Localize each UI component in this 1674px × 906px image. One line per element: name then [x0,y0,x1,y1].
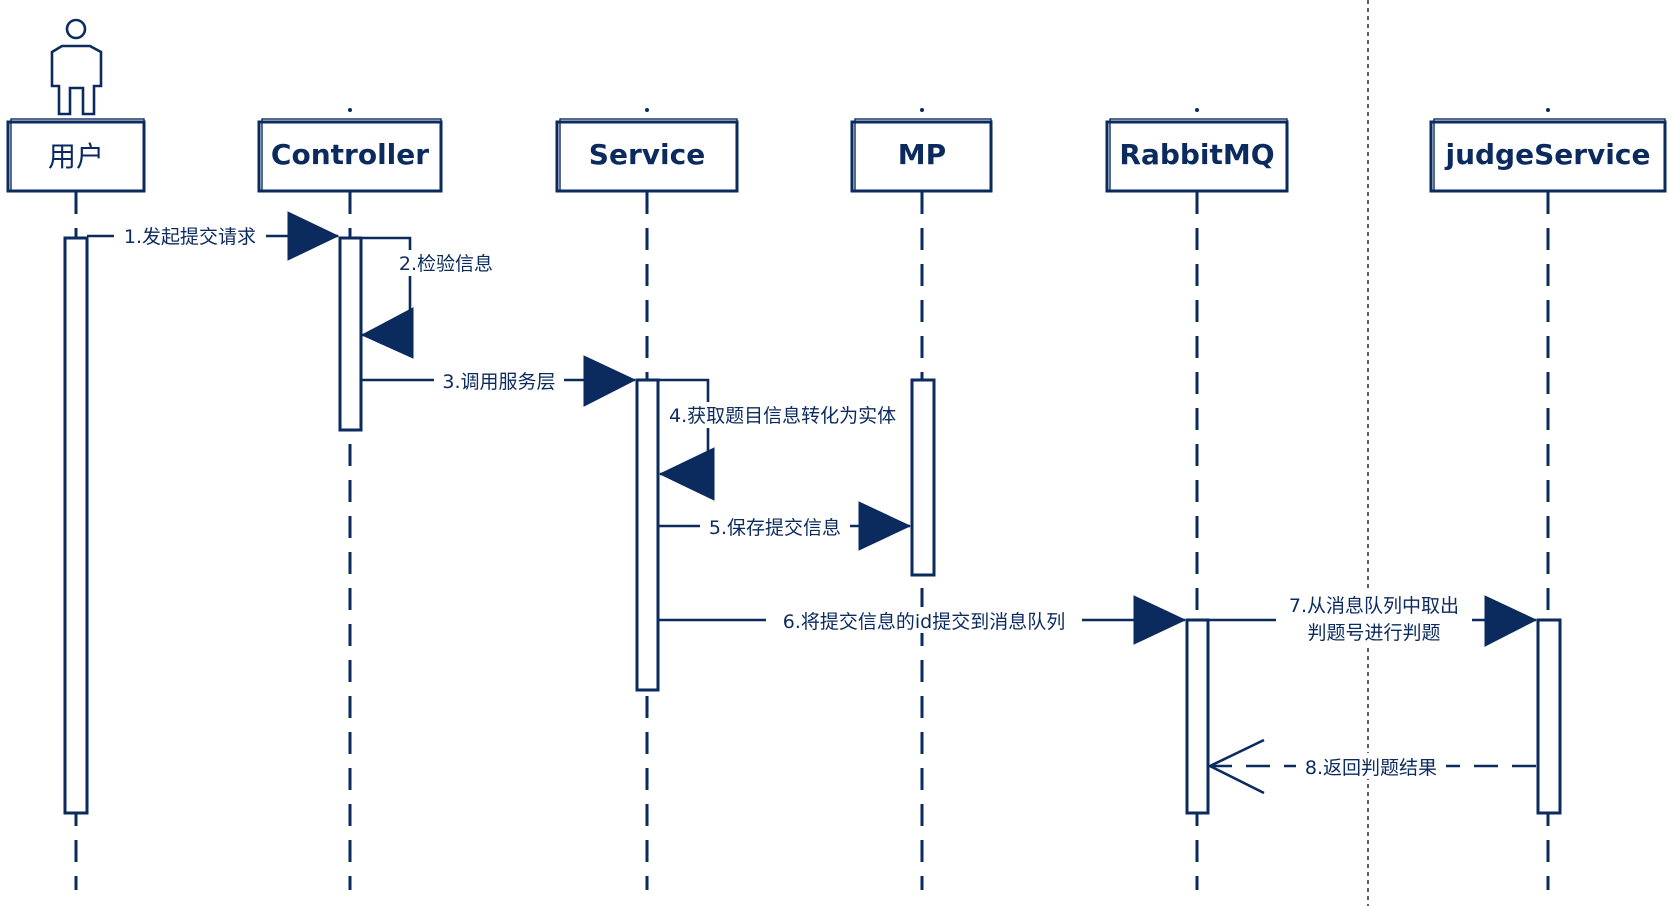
participant-user: 用户 [6,118,146,193]
participant-label-controller: Controller [271,138,429,171]
arrowhead-3 [583,355,637,407]
message-6: 6.将提交信息的id提交到消息队列 [658,595,1187,645]
message-label-3: 3.调用服务层 [442,371,555,393]
message-label-7-line1: 7.从消息队列中取出 [1289,595,1459,617]
message-label-5: 5.保存提交信息 [709,517,841,539]
arrowhead-8 [1207,738,1265,795]
message-label-2: 2.检验信息 [399,253,493,275]
participant-label-rabbitmq: RabbitMQ [1119,138,1274,171]
activation-judgeservice [1536,618,1562,815]
arrowhead-2 [360,307,414,359]
message-2: 2.检验信息 [360,236,503,359]
message-4: 4.获取题目信息转化为实体 [658,378,910,501]
arrowhead-4 [658,447,715,501]
message-8: 8.返回判题结果 [1207,738,1536,795]
participant-service: Service [555,108,739,193]
message-label-6: 6.将提交信息的id提交到消息队列 [783,611,1065,633]
message-5: 5.保存提交信息 [658,501,912,551]
activation-controller [338,236,363,432]
activation-bars [63,236,1562,815]
participant-judgeservice: judgeService [1429,108,1667,193]
arrowhead-1 [287,211,340,261]
arrowhead-7 [1484,595,1538,647]
arrowhead-6 [1133,595,1187,645]
activation-service [635,378,660,692]
message-3: 3.调用服务层 [361,355,637,407]
participant-mp: MP [850,108,993,193]
activation-user [63,236,89,815]
participant-label-service: Service [589,138,705,171]
activation-mp [910,378,936,577]
user-actor-icon [50,18,103,116]
message-label-4: 4.获取题目信息转化为实体 [669,405,896,427]
message-label-8: 8.返回判题结果 [1305,757,1437,779]
message-1: 1.发起提交请求 [87,211,340,261]
participant-controller: Controller [257,108,443,193]
participant-label-judgeservice: judgeService [1444,138,1650,171]
message-7: 7.从消息队列中取出 判题号进行判题 [1208,592,1538,647]
participant-label-user: 用户 [48,140,104,173]
message-label-1: 1.发起提交请求 [124,226,256,248]
lifelines [74,192,1550,890]
arrowhead-5 [858,501,912,551]
message-label-7-line2: 判题号进行判题 [1307,622,1440,644]
activation-rabbitmq [1185,618,1210,815]
participant-rabbitmq: RabbitMQ [1105,108,1289,193]
participant-label-mp: MP [898,138,946,171]
